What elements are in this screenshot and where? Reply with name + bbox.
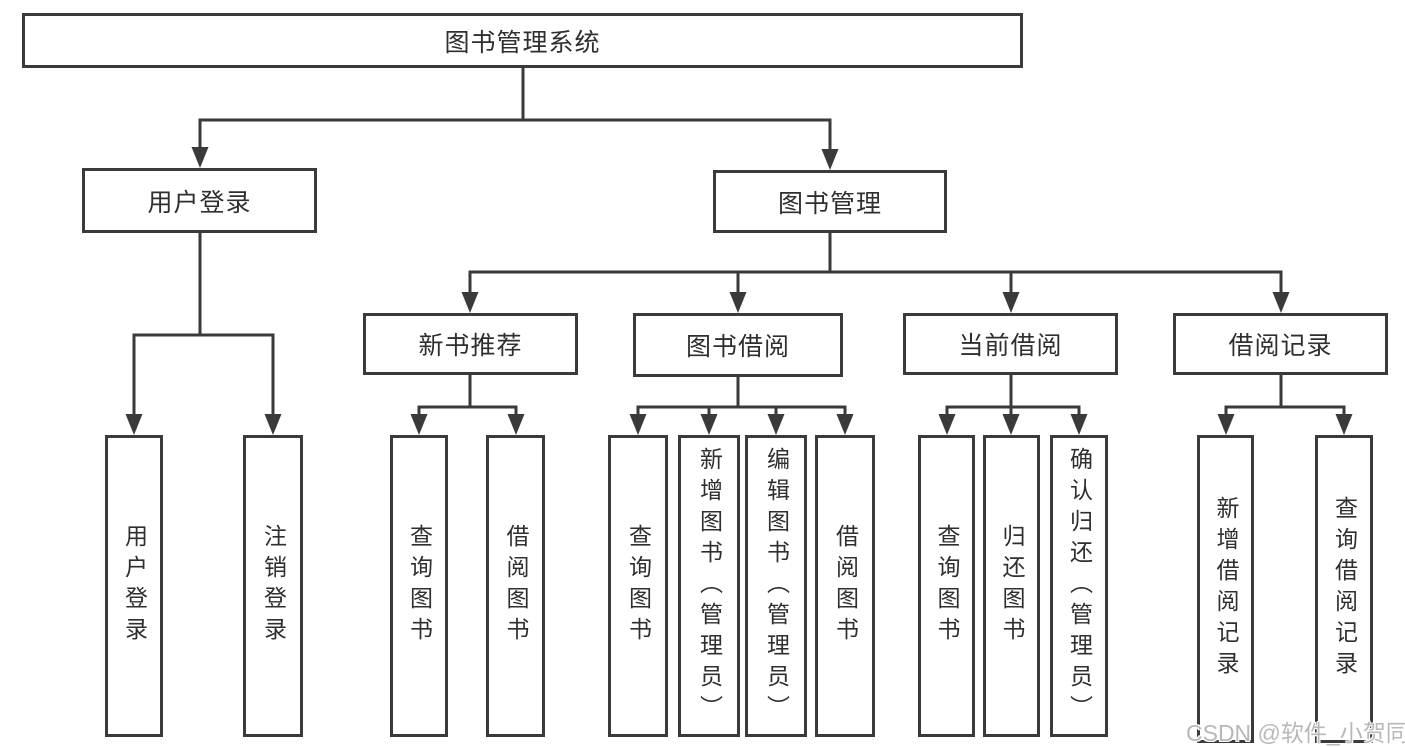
leaf-label: 借阅图书 [503,524,529,648]
leaf-edit-book-admin: 编辑图书（管理员） [745,435,807,737]
leaf-user-login: 用户登录 [105,435,163,737]
connector-group-2 [461,229,1290,313]
connector-path [417,371,518,422]
arrowhead-icon [410,414,428,435]
connector-group-4 [629,373,854,435]
node-current-borrowing: 当前借阅 [903,313,1118,375]
arrowhead-icon [507,414,525,435]
connector-path [132,229,275,422]
connector-path [636,373,847,422]
connector-group-3 [410,371,525,435]
arrowhead-icon [767,414,785,435]
arrowhead-icon [1272,292,1290,313]
leaf-add-book-admin: 新增图书（管理员） [678,435,740,737]
arrowhead-icon [821,149,839,170]
leaf-label: 新增借阅记录 [1213,496,1239,682]
node-user-login: 用户登录 [82,168,317,233]
connector-group-5 [938,371,1088,435]
leaf-label: 查询图书 [625,524,652,648]
leaf-logout: 注销登录 [243,435,303,737]
node-new-book-recommendation: 新书推荐 [363,313,578,375]
arrowhead-icon [938,414,956,435]
connector-path [468,229,1283,300]
connector-path [198,63,832,157]
arrowhead-icon [629,414,647,435]
leaf-query-borrow-record: 查询借阅记录 [1315,435,1373,743]
arrowhead-icon [1002,292,1020,313]
leaf-label: 注销登录 [260,524,287,648]
arrowhead-icon [1217,414,1235,435]
leaf-label: 新增图书（管理员） [696,446,723,726]
arrowhead-icon [836,414,854,435]
leaf-query-books-current: 查询图书 [918,435,975,737]
leaf-borrow-books-recommend: 借阅图书 [486,435,545,737]
node-book-management: 图书管理 [713,170,947,233]
leaf-label: 确认归还（管理员） [1066,446,1093,726]
leaf-label: 编辑图书（管理员） [763,446,790,726]
node-library-system: 图书管理系统 [22,13,1023,68]
arrowhead-icon [125,414,143,435]
leaf-query-books-borrowing: 查询图书 [608,435,668,737]
arrowhead-icon [1070,414,1088,435]
connector-path [1224,371,1346,422]
leaf-label: 查询图书 [934,524,960,648]
arrowhead-icon [1002,414,1020,435]
leaf-add-borrow-record: 新增借阅记录 [1197,435,1254,743]
leaf-label: 查询借阅记录 [1331,496,1358,682]
node-book-borrowing: 图书借阅 [633,313,843,377]
leaf-label: 借阅图书 [832,524,859,648]
arrowhead-icon [264,414,282,435]
arrowhead-icon [729,292,747,313]
leaf-return-book: 归还图书 [983,435,1040,737]
leaf-borrow-books-borrowing: 借阅图书 [815,435,875,737]
leaf-label: 查询图书 [406,524,433,648]
leaf-confirm-return-admin: 确认归还（管理员） [1050,435,1108,737]
node-borrowing-records: 借阅记录 [1173,313,1388,375]
arrowhead-icon [461,292,479,313]
arrowhead-icon [191,147,209,168]
arrowhead-icon [700,414,718,435]
connector-group-1 [125,229,282,435]
connector-group-0 [191,63,839,170]
connector-path [945,371,1081,422]
leaf-query-books-recommend: 查询图书 [390,435,448,737]
leaf-label: 归还图书 [999,524,1025,648]
arrowhead-icon [1335,414,1353,435]
connector-group-6 [1217,371,1353,435]
watermark: CSDN @软件_小贺同学 [1186,720,1405,746]
leaf-label: 用户登录 [121,524,148,648]
